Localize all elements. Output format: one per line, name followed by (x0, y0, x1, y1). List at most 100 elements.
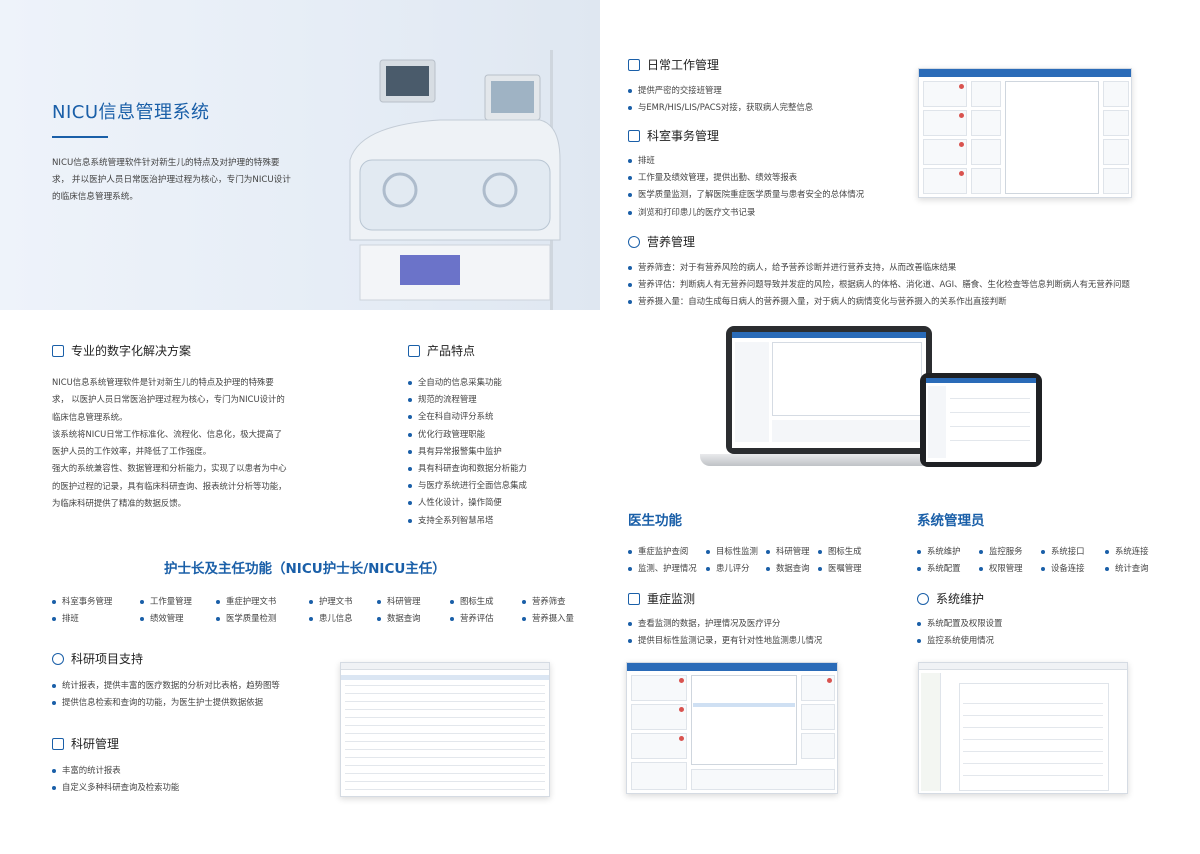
list-item: 营养评估：判断病人有无营养问题导致并发症的风险，根据病人的体格、消化道、AGI、… (628, 276, 1130, 293)
document-icon (628, 58, 640, 71)
list-item: 设备连接 (1041, 560, 1105, 577)
list-item: 监控服务 (979, 543, 1041, 560)
list-item: 与EMR/HIS/LIS/PACS对接，获取病人完整信息 (628, 99, 813, 116)
list-item: 科研管理 (377, 593, 450, 610)
digital-title: 专业的数字化解决方案 (71, 344, 192, 358)
list-item: 绩效管理 (140, 610, 216, 627)
list-item: 数据查询 (377, 610, 450, 627)
monitor-icon (52, 737, 64, 750)
digital-heading: 专业的数字化解决方案 (52, 342, 191, 359)
doctor-grid: 重症监护查阅 目标性监测 科研管理 图标生成 监测、护理情况 患儿评分 数据查询… (628, 543, 878, 577)
list-item: 科研管理 (766, 543, 818, 560)
list-item: 患儿评分 (706, 560, 766, 577)
list-item: 自定义多种科研查询及检索功能 (52, 779, 179, 796)
gear-icon (917, 592, 929, 605)
nurse-grid: 科室事务管理 工作量管理 重症护理文书 护理文书 科研管理 图标生成 营养筛查 … (52, 593, 602, 627)
list-item: 提供目标性监测记录，更有针对性地监测患儿情况 (628, 632, 822, 649)
list-item: 具有异常报警集中监护 (408, 443, 527, 460)
list-item: 具有科研查询和数据分析能力 (408, 460, 527, 477)
daily-list: 提供严密的交接班管理 与EMR/HIS/LIS/PACS对接，获取病人完整信息 (628, 82, 813, 116)
list-item: 图标生成 (450, 593, 522, 610)
list-item: 系统连接 (1105, 543, 1155, 560)
list-item: 监测、护理情况 (628, 560, 706, 577)
features-title: 产品特点 (427, 344, 476, 358)
research-title: 科研项目支持 (71, 652, 144, 666)
dept-title: 科室事务管理 (647, 129, 720, 143)
shield-icon (628, 235, 640, 248)
calendar-icon (628, 129, 640, 142)
list-item: 查看监测的数据，护理情况及医疗评分 (628, 615, 822, 632)
list-item: 重症监护查阅 (628, 543, 706, 560)
research-mgmt-heading: 科研管理 (52, 735, 119, 752)
list-item: 数据查询 (766, 560, 818, 577)
hero-title: NICU信息管理系统 (52, 102, 210, 123)
doctor-title: 医生功能 (628, 513, 682, 529)
list-item: 系统维护 (917, 543, 979, 560)
list-item: 权限管理 (979, 560, 1041, 577)
research-mgmt-list: 丰富的统计报表 自定义多种科研查询及检索功能 (52, 762, 179, 796)
list-item: 浏览和打印患儿的医疗文书记录 (628, 204, 864, 221)
list-item: 系统接口 (1041, 543, 1105, 560)
research-list: 统计报表，提供丰富的医疗数据的分析对比表格，趋势图等 提供信息检索和查询的功能，… (52, 677, 280, 711)
list-item: 营养筛查：对于有营养风险的病人，给予营养诊断并进行营养支持，从而改善临床结果 (628, 259, 1130, 276)
features-list: 全自动的信息采集功能 规范的流程管理 全在科自动评分系统 优化行政管理职能 具有… (408, 374, 527, 529)
list-item: 营养摄入量 (522, 610, 602, 627)
nutrition-heading: 营养管理 (628, 233, 695, 250)
admin-title: 系统管理员 (917, 513, 985, 529)
list-item: 排班 (628, 152, 864, 169)
maint-screenshot (918, 662, 1128, 794)
list-item: 全在科自动评分系统 (408, 408, 527, 425)
list-item: 医学质量监测，了解医院重症医学质量与患者安全的总体情况 (628, 186, 864, 203)
nutrition-title: 营养管理 (647, 235, 696, 249)
rocket-icon (52, 652, 64, 665)
research-mgmt-title: 科研管理 (71, 737, 120, 751)
maint-title: 系统维护 (936, 592, 985, 606)
list-item: 提供严密的交接班管理 (628, 82, 813, 99)
list-item: 工作量管理 (140, 593, 216, 610)
critical-title: 重症监测 (647, 592, 696, 606)
list-item: 与医疗系统进行全面信息集成 (408, 477, 527, 494)
maint-list: 系统配置及权限设置 监控系统使用情况 (917, 615, 1002, 649)
list-item: 人性化设计，操作简便 (408, 494, 527, 511)
admin-grid: 系统维护 监控服务 系统接口 系统连接 系统配置 权限管理 设备连接 统计查询 (917, 543, 1155, 577)
list-item: 优化行政管理职能 (408, 426, 527, 443)
daily-title: 日常工作管理 (647, 58, 720, 72)
document-icon (52, 344, 64, 357)
list-item: 工作量及绩效管理，提供出勤、绩效等报表 (628, 169, 864, 186)
laptop-tablet-image (700, 326, 1050, 472)
list-item: 规范的流程管理 (408, 391, 527, 408)
list-item: 统计报表，提供丰富的医疗数据的分析对比表格，趋势图等 (52, 677, 280, 694)
digital-paragraph-3: 强大的系统兼容性、数据管理和分析能力，实现了以患者为中心的医护过程的记录，具有临… (52, 463, 287, 509)
list-item: 系统配置 (917, 560, 979, 577)
incubator-image (330, 40, 600, 310)
list-item: 营养摄入量：自动生成每日病人的营养摄入量，对于病人的病情变化与营养摄入的关系作出… (628, 293, 1130, 310)
daily-screenshot (918, 68, 1132, 198)
maint-heading: 系统维护 (917, 590, 984, 607)
list-item: 统计查询 (1105, 560, 1155, 577)
nutrition-list: 营养筛查：对于有营养风险的病人，给予营养诊断并进行营养支持，从而改善临床结果 营… (628, 259, 1130, 311)
list-item: 患儿信息 (309, 610, 377, 627)
hero-divider (52, 136, 108, 138)
list-item: 科室事务管理 (52, 593, 140, 610)
list-item: 目标性监测 (706, 543, 766, 560)
research-table-screenshot (340, 662, 550, 797)
dept-heading: 科室事务管理 (628, 127, 719, 144)
daily-heading: 日常工作管理 (628, 56, 719, 73)
chart-icon (628, 592, 640, 605)
nurse-title: 护士长及主任功能（NICU护士长/NICU主任） (164, 561, 446, 577)
critical-heading: 重症监测 (628, 590, 695, 607)
dept-list: 排班 工作量及绩效管理，提供出勤、绩效等报表 医学质量监测，了解医院重症医学质量… (628, 152, 864, 221)
hero-description: NICU信息系统管理软件针对新生儿的特点及对护理的特殊要求， 并以医护人员日常医… (52, 158, 291, 202)
grid-icon (408, 344, 420, 357)
features-heading: 产品特点 (408, 342, 475, 359)
list-item: 系统配置及权限设置 (917, 615, 1002, 632)
list-item: 图标生成 (818, 543, 878, 560)
critical-screenshot (626, 662, 838, 794)
list-item: 全自动的信息采集功能 (408, 374, 527, 391)
list-item: 营养筛查 (522, 593, 602, 610)
list-item: 提供信息检索和查询的功能，为医生护士提供数据依据 (52, 694, 280, 711)
list-item: 护理文书 (309, 593, 377, 610)
list-item: 丰富的统计报表 (52, 762, 179, 779)
list-item: 排班 (52, 610, 140, 627)
list-item: 医嘱管理 (818, 560, 878, 577)
